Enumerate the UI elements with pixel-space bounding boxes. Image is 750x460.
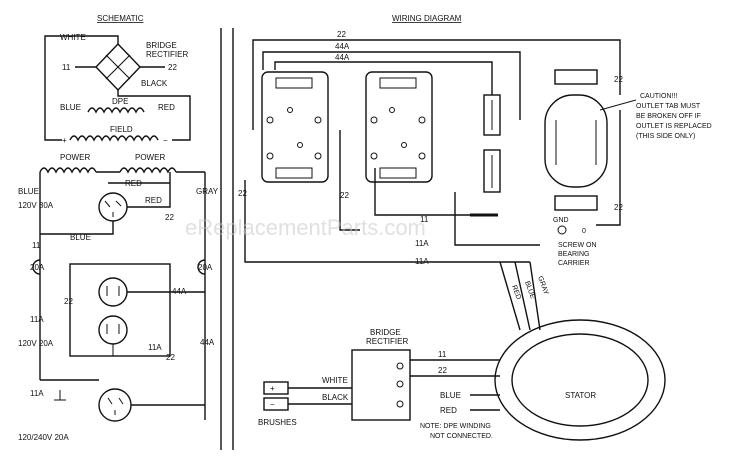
duplex-outlet-lower [98,315,128,345]
schematic-label-20a-outlet: 120V 20A [18,339,54,348]
schematic-label-11: 11 [62,63,71,72]
schematic-field-minus: − [163,136,168,145]
wiring-label-44a-top: 44A [335,42,350,51]
schematic-label-rectifier: RECTIFIER [146,50,188,59]
svg-text:OUTLET IS REPLACED: OUTLET IS REPLACED [636,123,712,130]
wiring-panel: 22 44A 44A 22 [238,30,712,441]
outlet-body-2 [365,71,433,183]
brush-minus [263,397,289,411]
wiring-label-screw-3: CARRIER [558,260,590,267]
bridge-rectifier-box [351,349,411,421]
svg-text:CAUTION!!!: CAUTION!!! [640,93,677,100]
power-winding-coil-2 [119,167,177,174]
schematic-label-240v-outlet: 120/240V 20A [18,433,69,442]
svg-text:BE BROKEN OFF IF: BE BROKEN OFF IF [636,113,701,120]
wiring-label-red-lead: RED [440,406,457,415]
wiring-label-22-top: 22 [337,30,346,39]
schematic-label-11a-right: 11A [148,343,162,352]
wiring-label-blue: BLUE [523,280,536,300]
schematic-label-22-mid: 22 [165,213,174,222]
field-winding-coil [69,135,159,142]
schematic-label-22-duplex: 22 [64,297,73,306]
wiring-label-red: RED [510,284,522,300]
schematic-label-red: RED [158,103,175,112]
power-winding-coil-1 [39,167,97,174]
duplex-outlet-upper [98,277,128,307]
wiring-label-gnd-num: 0 [582,228,586,235]
stator-label: STATOR [565,391,596,400]
breaker-right-symbol [197,259,206,275]
outlet-240v-symbol [98,388,132,422]
wiring-note-1: NOTE: DPE WINDING [420,423,491,430]
breaker-2 [483,149,501,193]
schematic-label-blue: BLUE [60,103,81,112]
ground-screw-symbol [557,225,567,235]
schematic-label-22: 22 [168,63,177,72]
wiring-label-screw-1: SCREW ON [558,242,597,249]
outlet-240v-body [544,69,608,211]
schematic-label-blue-bottom: BLUE [70,233,91,242]
wiring-label-black: BLACK [322,393,349,402]
wiring-label-11: 11 [438,350,447,359]
schematic-label-20a-right: 20A [198,263,213,272]
svg-text:+: + [270,384,275,393]
breaker-left-symbol [32,259,41,275]
wiring-label-22-right-low: 22 [614,203,623,212]
watermark: eReplacementParts.com [185,215,426,240]
wiring-label-22-right: 22 [614,75,623,84]
schematic-label-22-right: 22 [166,353,175,362]
wiring-label-gray: GRAY [536,275,549,296]
wire-22-top [252,39,621,130]
schematic-label-white: WHITE [60,33,86,42]
wiring-label-22-left: 22 [238,189,247,198]
svg-text:(THIS SIDE ONLY): (THIS SIDE ONLY) [636,133,695,140]
schematic-label-11a-bottom: 11A [30,389,44,398]
wiring-label-44a-top-2: 44A [335,53,350,62]
outlet-body-1 [261,71,329,183]
caution-note: CAUTION!!! OUTLET TAB MUST BE BROKEN OFF… [599,93,712,140]
schematic-wire-white [44,35,119,141]
schematic-label-11a-left: 11A [30,315,44,324]
wiring-label-11a-2: 11A [415,257,429,266]
wiring-label-rectifier: RECTIFIER [366,337,408,346]
schematic-label-black: BLACK [141,79,168,88]
schematic-label-gray: GRAY [196,187,219,196]
dpe-winding-coil [87,107,145,114]
schematic-label-power-1: POWER [60,153,90,162]
schematic-label-blue-left: BLUE [18,187,39,196]
schematic-panel: WHITE BRIDGE RECTIFIER 11 22 BLACK DPE B… [18,33,219,442]
schematic-header: SCHEMATIC [97,14,144,23]
schematic-label-30a-outlet: 120V 30A [18,201,54,210]
breaker-1 [483,94,501,136]
wiring-note-2: NOT CONNECTED. [430,433,493,440]
stator-inner [511,333,649,427]
schematic-label-red-receptacle: RED [145,196,162,205]
schematic-label-power-2: POWER [135,153,165,162]
wiring-label-screw-2: BEARING [558,251,590,258]
wiring-label-gnd: GND [553,217,569,224]
schematic-label-bridge: BRIDGE [146,41,177,50]
svg-text:OUTLET TAB MUST: OUTLET TAB MUST [636,103,701,110]
wiring-label-bridge: BRIDGE [370,328,401,337]
brush-plus [263,381,289,395]
wiring-label-white: WHITE [322,376,348,385]
wiring-label-11-mid: 11 [420,215,429,224]
wiring-diagram-header: WIRING DIAGRAM [392,14,462,23]
wiring-label-blue-lead: BLUE [440,391,461,400]
schematic-label-dpe: DPE [112,97,128,106]
schematic-label-11-left: 11 [32,241,41,250]
svg-text:−: − [270,400,275,409]
schematic-label-field: FIELD [110,125,133,134]
schematic-field-plus: + [62,136,67,145]
schematic-label-20a-left: 20A [30,263,45,272]
wiring-label-brushes: BRUSHES [258,418,297,427]
wiring-label-11a-1: 11A [415,239,429,248]
stator-outer [494,319,666,441]
schematic-label-44a-right: 44A [200,338,215,347]
wiring-label-22: 22 [438,366,447,375]
wiring-label-22-mid: 22 [340,191,349,200]
